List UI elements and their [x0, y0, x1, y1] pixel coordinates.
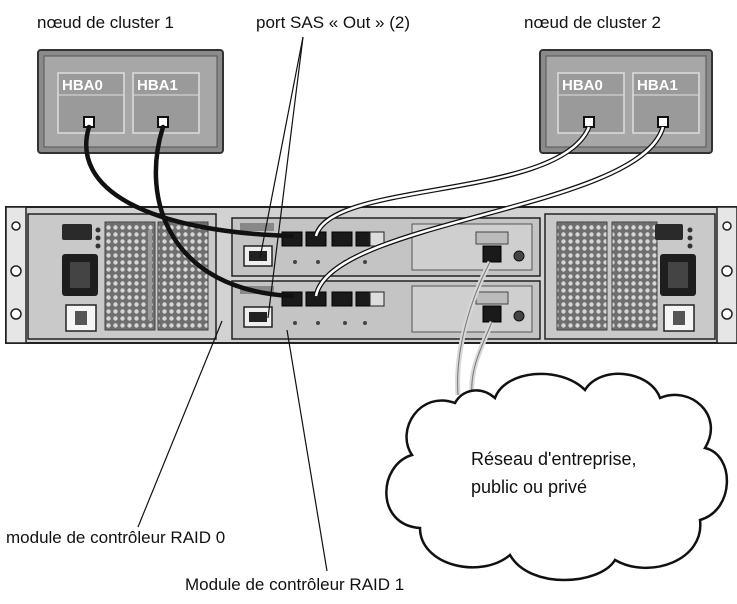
raid-controller-1-label: Module de contrôleur RAID 1 — [185, 575, 405, 594]
node1-hba1-label: HBA1 — [137, 77, 178, 94]
cluster-node-1: HBA0 HBA1 — [37, 49, 224, 154]
node2-hba1-label: HBA1 — [637, 77, 678, 94]
storage-enclosure — [5, 206, 737, 344]
cluster-node-2-label: nœud de cluster 2 — [524, 13, 662, 32]
left-power-supply — [27, 213, 217, 340]
sas-cables-node1 — [84, 124, 295, 299]
sas-out-port-label: port SAS « Out » (2) — [256, 13, 411, 32]
raid-controller-module-1 — [231, 280, 541, 340]
node2-hba0-port — [583, 116, 595, 128]
raid-controller-0-label: module de contrôleur RAID 0 — [6, 528, 226, 547]
raid-controller-module-0 — [231, 217, 541, 277]
cloud-line-2: public ou privé — [471, 477, 588, 497]
cluster-node-2: HBA0 HBA1 — [539, 49, 713, 154]
cluster-node-1-label: nœud de cluster 1 — [37, 13, 175, 32]
sas-cables-node2 — [313, 125, 666, 297]
cloud-line-1: Réseau d'entreprise, — [471, 449, 637, 469]
network-cloud — [385, 372, 729, 582]
node2-hba0-label: HBA0 — [562, 77, 603, 94]
node1-hba0-label: HBA0 — [62, 77, 103, 94]
network-cloud-text: Réseau d'entreprise, public ou privé — [471, 445, 637, 501]
node2-hba1-port — [657, 116, 669, 128]
right-power-supply — [544, 213, 716, 340]
leader-lines — [137, 36, 328, 572]
